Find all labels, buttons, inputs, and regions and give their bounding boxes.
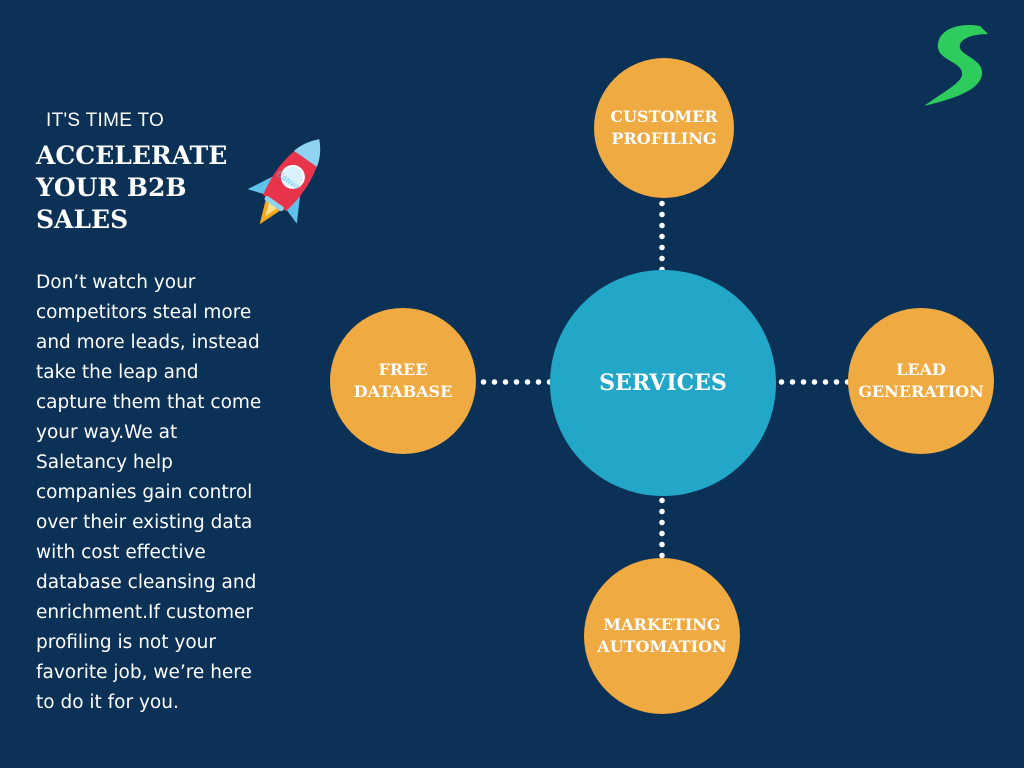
- paragraph-line: your way.We at: [36, 422, 178, 443]
- page-title: ACCELERATE YOUR B2B SALES: [36, 140, 256, 236]
- intro-paragraph: Don’t watch your competitors steal more …: [36, 268, 286, 718]
- node-label-line: MARKETING: [603, 615, 721, 634]
- connector-bottom: [659, 495, 665, 559]
- paragraph-line: competitors steal more: [36, 302, 252, 323]
- paragraph-line: capture them that come: [36, 392, 262, 413]
- kicker-text: IT'S TIME TO: [46, 110, 165, 131]
- marketing-automation-node: MARKETING AUTOMATION: [584, 558, 740, 714]
- lead-generation-node: LEAD GENERATION: [848, 308, 994, 454]
- saletancy-s-logo-icon: [918, 20, 996, 112]
- services-center-node: SERVICES: [550, 270, 776, 496]
- paragraph-line: profiling is not your: [36, 632, 216, 653]
- headline-line: ACCELERATE: [36, 141, 228, 170]
- paragraph-line: with cost effective: [36, 542, 206, 563]
- paragraph-line: Don’t watch your: [36, 272, 196, 293]
- headline-line: SALES: [36, 205, 129, 234]
- node-label-line: GENERATION: [858, 382, 984, 401]
- node-label-line: CUSTOMER: [610, 107, 718, 126]
- node-label-line: FREE: [378, 360, 428, 379]
- free-database-node: FREE DATABASE: [330, 308, 476, 454]
- services-label: SERVICES: [599, 370, 727, 396]
- paragraph-line: database cleansing and: [36, 572, 257, 593]
- node-label-line: DATABASE: [353, 382, 453, 401]
- paragraph-line: Saletancy help: [36, 452, 173, 473]
- customer-profiling-node: CUSTOMER PROFILING: [594, 58, 734, 198]
- paragraph-line: favorite job, we’re here: [36, 662, 252, 683]
- paragraph-line: take the leap and: [36, 362, 199, 383]
- connector-right: [776, 379, 850, 385]
- rocket-icon: Canva: [247, 126, 332, 236]
- paragraph-line: to do it for you.: [36, 692, 179, 713]
- headline-line: YOUR B2B: [36, 173, 187, 202]
- paragraph-line: companies gain control: [36, 482, 253, 503]
- node-label-line: AUTOMATION: [597, 637, 727, 656]
- node-label-line: LEAD: [896, 360, 946, 379]
- paragraph-line: enrichment.If customer: [36, 602, 253, 623]
- connector-top: [659, 198, 665, 270]
- connector-left: [478, 379, 550, 385]
- paragraph-line: and more leads, instead: [36, 332, 260, 353]
- node-label-line: PROFILING: [611, 129, 717, 148]
- paragraph-line: over their existing data: [36, 512, 253, 533]
